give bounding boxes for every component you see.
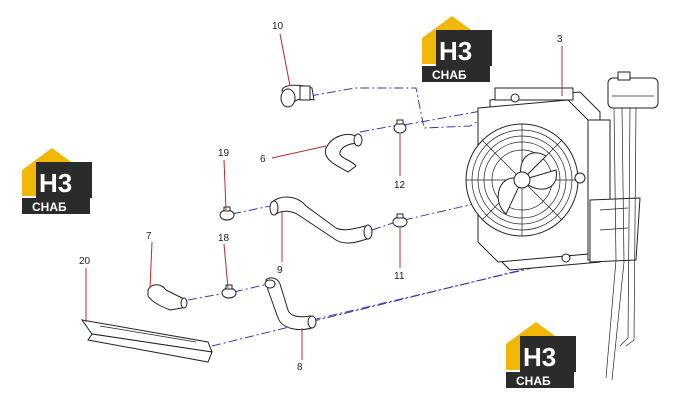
callout-6: 6 (260, 154, 266, 165)
callout-labels: 3 6 7 8 9 10 11 12 18 19 20 (79, 21, 563, 373)
clamp-19 (219, 206, 235, 221)
logo-caption: СНАБ (432, 68, 467, 82)
callout-19: 19 (218, 148, 230, 159)
logo-mark: H3 (523, 342, 556, 372)
callout-3: 3 (557, 34, 563, 45)
callout-8: 8 (297, 362, 303, 373)
hose-8 (264, 277, 317, 331)
hose-10 (280, 84, 315, 108)
hose-9 (269, 196, 373, 244)
hose-6 (324, 133, 363, 173)
leader-lines (85, 33, 563, 360)
logo-mark: H3 (439, 36, 472, 66)
clamp-12 (393, 119, 407, 134)
callout-10: 10 (272, 21, 284, 32)
panel-20 (80, 319, 213, 363)
callout-9: 9 (277, 265, 283, 276)
logo-watermark-bottom: H3 СНАБ (506, 322, 576, 388)
callout-20: 20 (79, 256, 91, 267)
callout-7: 7 (146, 231, 152, 242)
clamp-11 (392, 213, 408, 228)
logo-caption: СНАБ (516, 374, 551, 388)
pipe-7 (147, 284, 188, 311)
logo-watermark-left: H3 СНАБ (22, 148, 92, 214)
logo-watermark-top: H3 СНАБ (422, 16, 492, 82)
radiator-assembly (465, 71, 659, 381)
callout-18: 18 (218, 233, 230, 244)
clamp-18 (221, 284, 237, 299)
logo-caption: СНАБ (32, 200, 67, 214)
logo-mark: H3 (39, 168, 72, 198)
callout-11: 11 (394, 271, 405, 282)
callout-12: 12 (394, 180, 406, 191)
